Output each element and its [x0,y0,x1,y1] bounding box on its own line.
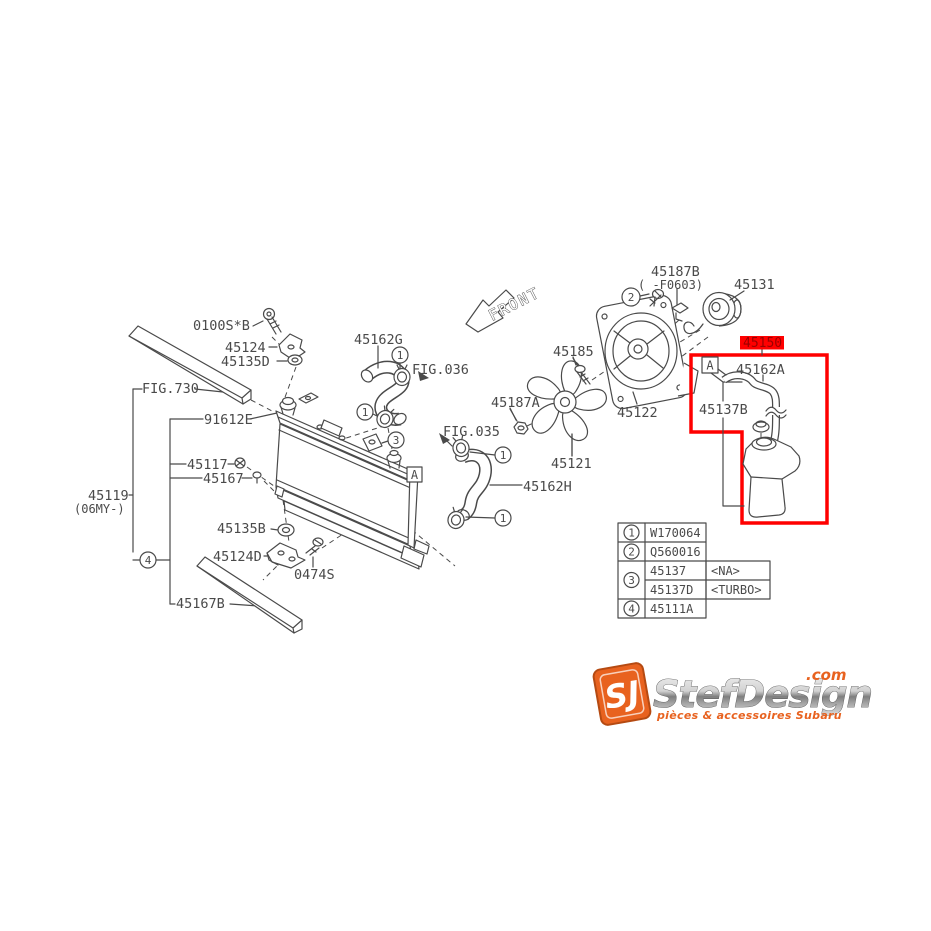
bracket-45124d-drawing [266,542,306,569]
callout-2-badge [621,287,641,307]
svg-text:A: A [706,359,714,373]
part-label-45117: 45117 [187,457,228,473]
legend-callout-4 [623,600,640,617]
callout-badges: 1 1 1 1 2 3 4 [139,287,650,569]
callout-1-badge [391,346,409,364]
clip-45117-drawing [234,457,246,469]
legend-variant-na: <NA> [711,564,740,578]
legend-table: 1 2 3 4 W170064 Q560016 45137 <NA> 45137… [617,522,771,619]
svg-text:1: 1 [362,406,369,419]
section-marker-a-radiator: A [406,466,423,483]
fig-ref-036: FIG.036 [412,362,469,378]
legend-variant-turbo: <TURBO> [711,583,762,597]
reservoir-highlight-box [689,353,829,525]
section-marker-a-reservoir: A [701,356,727,376]
part-label-45137b: 45137B [699,402,748,418]
lower-hose-45162h-drawing [455,448,492,521]
fig035-arrow-icon [439,433,453,447]
part-label-45124: 45124 [225,340,266,356]
selected-part-45150[interactable]: 45150 [740,336,784,351]
svg-text:1: 1 [500,449,507,462]
part-label-45150[interactable]: 45150 [743,336,782,351]
radiator-drawing [274,392,430,570]
callout-1-badge [494,509,512,527]
screw-45187b-drawing [649,288,689,322]
logo-brand-text: StefDesign [653,673,872,716]
pin-45167-drawing [252,471,262,484]
legend-code-45137d: 45137D [650,583,693,597]
stefdesign-logo[interactable]: SJ StefDesign .com pièces & accessoires … [592,662,873,726]
legend-code-45137: 45137 [650,564,686,578]
svg-text:4: 4 [628,603,635,616]
part-label-91612e: 91612E [204,412,253,428]
part-label-45167: 45167 [203,471,244,487]
part-label-45135d: 45135D [221,354,270,370]
svg-text:2: 2 [628,546,635,559]
logo-tagline-text: pièces & accessoires Subaru [656,709,842,722]
svg-text:2: 2 [628,291,635,304]
part-label-0474s: 0474S [294,567,335,583]
part-label-45135b: 45135B [217,521,266,537]
legend-code-w170064: W170064 [650,526,701,540]
legend-callout-3 [623,571,640,589]
reference-bracket-lines [128,388,278,607]
logo-monogram-text: SJ [602,673,643,717]
part-label-45187b: 45187B [651,264,700,280]
svg-text:1: 1 [500,512,507,525]
part-label-45162g: 45162G [354,332,403,348]
bolt-0100sb-drawing [262,307,282,335]
callout-1-badge [356,403,374,421]
callout-4-badge [139,551,157,569]
svg-text:A: A [411,468,419,482]
front-direction-arrow: FRONT [465,283,543,333]
grommet-45135b-drawing [277,523,295,537]
callout-3-badge [387,431,405,449]
part-label-45162h: 45162H [523,479,572,495]
svg-text:1: 1 [397,349,404,362]
part-label-45121: 45121 [551,456,592,472]
part-label-45162a: 45162A [736,362,785,378]
part-label-45187b-range: ( -F0603) [638,278,703,292]
thermo-fitting [362,433,383,452]
part-label-45187a: 45187A [491,395,540,411]
part-label-45122: 45122 [617,405,658,421]
part-label-45119-model-year: (06MY-) [74,502,125,516]
part-label-0100sb: 0100S*B [193,318,250,334]
part-label-45119: 45119 [88,488,129,504]
callout-1-badge [494,446,512,464]
reservoir-tank-drawing [710,371,801,518]
lower-support-bar-drawing [196,556,303,634]
svg-text:3: 3 [628,574,635,587]
svg-text:3: 3 [393,434,400,447]
part-label-45131: 45131 [734,277,775,293]
legend-callout-1 [623,524,640,541]
motor-45131-drawing [683,290,745,335]
legend-callout-2 [623,543,640,560]
part-label-45124d: 45124D [213,549,262,565]
legend-code-45111a: 45111A [650,602,694,616]
front-support-bar-drawing [128,325,252,405]
svg-text:1: 1 [628,527,635,540]
logo-sj-monogram-icon: SJ [592,662,652,726]
svg-text:4: 4 [145,554,152,567]
logo-tld-text: .com [806,666,847,684]
fig-ref-730: FIG.730 [142,381,199,397]
part-labels: 0100S*B 45124 45135D FIG.730 91612E 4511… [74,264,785,612]
grommet-45135d-drawing [287,354,303,366]
front-label: FRONT [486,283,543,324]
part-label-45167b: 45167B [176,596,225,612]
bracket-45124-drawing [278,333,306,361]
fig-ref-035: FIG.035 [443,424,500,440]
shroud-45122-drawing [595,294,699,410]
legend-code-q560016: Q560016 [650,545,701,559]
fig036-arrow-icon [418,371,429,381]
screw-0474s-drawing [305,537,324,556]
part-label-45185: 45185 [553,344,594,360]
